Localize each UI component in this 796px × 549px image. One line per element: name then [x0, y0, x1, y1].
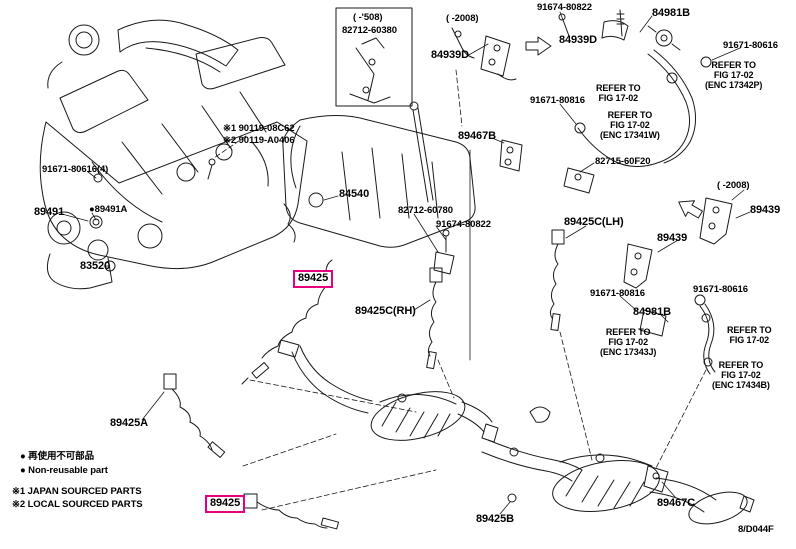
legend-japan-sourced: ※1 JAPAN SOURCED PARTS — [12, 486, 142, 497]
part-91671-80616-topright: 91671-80616 — [723, 40, 778, 51]
part-84540: 84540 — [339, 188, 370, 200]
legend-non-reusable-en: ● Non-reusable part — [20, 465, 108, 476]
note-model-508: ( -'508) — [353, 12, 383, 23]
part-89425-top[interactable]: 89425 — [293, 270, 334, 288]
part-84939d-left: 84939D — [431, 49, 469, 61]
part-89439-mid: 89439 — [657, 232, 688, 244]
part-89491a: ●89491A — [89, 204, 128, 215]
diagram-code: 8/D044F — [738, 524, 774, 535]
part-90119-08c62: ※1 90119-08C62 — [223, 123, 295, 134]
part-84981b-top: 84981B — [652, 7, 690, 19]
note-model-2008-right: ( -2008) — [717, 180, 750, 191]
exhaust-tail-pipe-illustration — [481, 439, 755, 525]
dashed-leader-lines — [213, 69, 707, 511]
part-82715-60f20: 82715-60F20 — [595, 156, 651, 167]
part-89491: 89491 — [34, 206, 65, 218]
note-refer-17341: REFER TO FIG 17-02 (ENC 17341W) — [600, 110, 660, 141]
part-89425c-rh: 89425C(RH) — [355, 305, 416, 317]
inset-box-82712-60380 — [335, 7, 413, 107]
part-89467c: 89467C — [657, 497, 695, 509]
part-91671-80616-4: 91671-80616(4) — [42, 164, 109, 175]
right-brackets-illustration — [623, 197, 733, 375]
part-89425-bottom[interactable]: 89425 — [205, 495, 246, 513]
part-84981b-mid: 84981B — [633, 306, 671, 318]
note-model-2008-top: ( -2008) — [446, 13, 479, 24]
leader-lines — [61, 11, 751, 515]
engine-illustration — [39, 19, 308, 290]
part-89425c-lh: 89425C(LH) — [564, 216, 624, 228]
part-91671-80616-right: 91671-80616 — [693, 284, 748, 295]
transmission-illustration — [282, 101, 476, 275]
part-89439-right: 89439 — [750, 204, 781, 216]
part-91671-80816-top: 91671-80816 — [530, 95, 585, 106]
note-refer-17343: REFER TO FIG 17-02 (ENC 17343J) — [600, 327, 657, 358]
part-82712-60380: 82712-60380 — [342, 25, 397, 36]
note-refer-17434: REFER TO FIG 17-02 (ENC 17434B) — [712, 360, 770, 391]
part-90119-a0406: ※2 90119-A0406 — [223, 135, 295, 146]
part-89467b: 89467B — [458, 130, 496, 142]
legend-local-sourced: ※2 LOCAL SOURCED PARTS — [12, 499, 143, 510]
part-89425b: 89425B — [476, 513, 514, 525]
legend-non-reusable-jp: ● 再使用不可部品 — [20, 451, 94, 462]
note-refer-top-center: REFER TO FIG 17-02 — [596, 83, 641, 104]
part-91671-80816-mid: 91671-80816 — [590, 288, 645, 299]
callout-arrow-icon — [525, 36, 552, 56]
top-brackets-illustration — [451, 9, 712, 361]
oxygen-sensor-illustration — [163, 229, 565, 530]
part-89425a: 89425A — [110, 417, 148, 429]
part-91674-80822-top: 91674-80822 — [537, 2, 592, 13]
part-83520: 83520 — [80, 260, 111, 272]
part-82712-60780: 82712-60780 — [398, 205, 453, 216]
note-refer-right-1: REFER TO FIG 17-02 — [727, 325, 772, 346]
part-91674-80822-mid: 91674-80822 — [436, 219, 491, 230]
note-refer-17342: REFER TO FIG 17-02 (ENC 17342P) — [705, 60, 763, 91]
callout-arrow-icon — [678, 200, 703, 219]
part-84939d-right: 84939D — [559, 34, 597, 46]
